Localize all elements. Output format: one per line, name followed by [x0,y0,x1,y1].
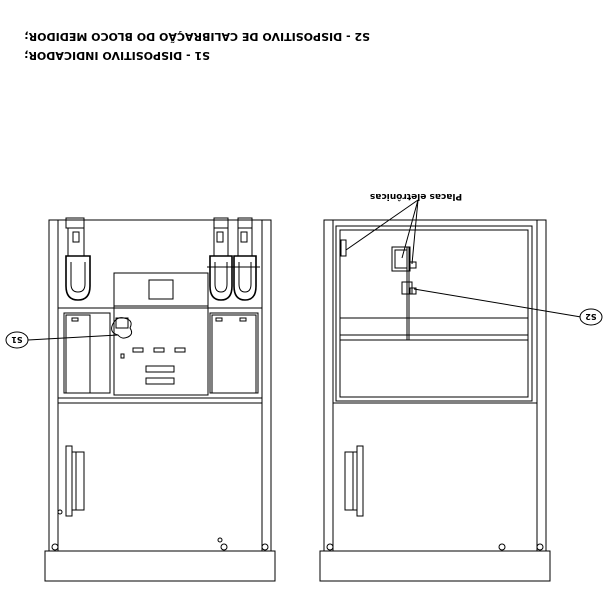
nozzle-left [65,217,91,301]
rear-frame [323,219,547,552]
front-base [44,550,276,582]
seal-leader-1 [345,199,419,251]
rear-base [319,550,551,582]
seal-leader-3 [411,199,419,265]
s1-tag: S1 [11,335,23,344]
front-frame [48,219,272,552]
caption-s1: S1 - DISPOSITIVO INDICADOR; [24,49,210,62]
s2-bubble [579,308,603,326]
electronics-board [391,246,417,340]
s1-leader [27,334,119,341]
caption-s2: S2 - DISPOSITIVO DE CALIBRAÇÃO DO BLOCO … [24,30,370,43]
front-handle [65,445,85,517]
seals-label: Placas eletrônicas [370,191,462,202]
indicator-device [115,317,129,329]
s2-tag: S2 [585,312,596,321]
display-window [148,279,174,300]
seal-leader-2 [401,199,419,259]
s2-leader [413,288,582,318]
nozzle-right-a [209,217,233,301]
rear-view: Placas eletrônicas S2 [319,191,603,582]
nozzle-right-b [233,217,257,301]
front-view: S1 [5,217,276,582]
side-bracket [340,239,347,257]
rear-handle [344,445,364,517]
caption-block: S2 - DISPOSITIVO DE CALIBRAÇÃO DO BLOCO … [24,30,370,62]
s1-bubble [5,331,29,349]
display-panel [113,272,209,396]
